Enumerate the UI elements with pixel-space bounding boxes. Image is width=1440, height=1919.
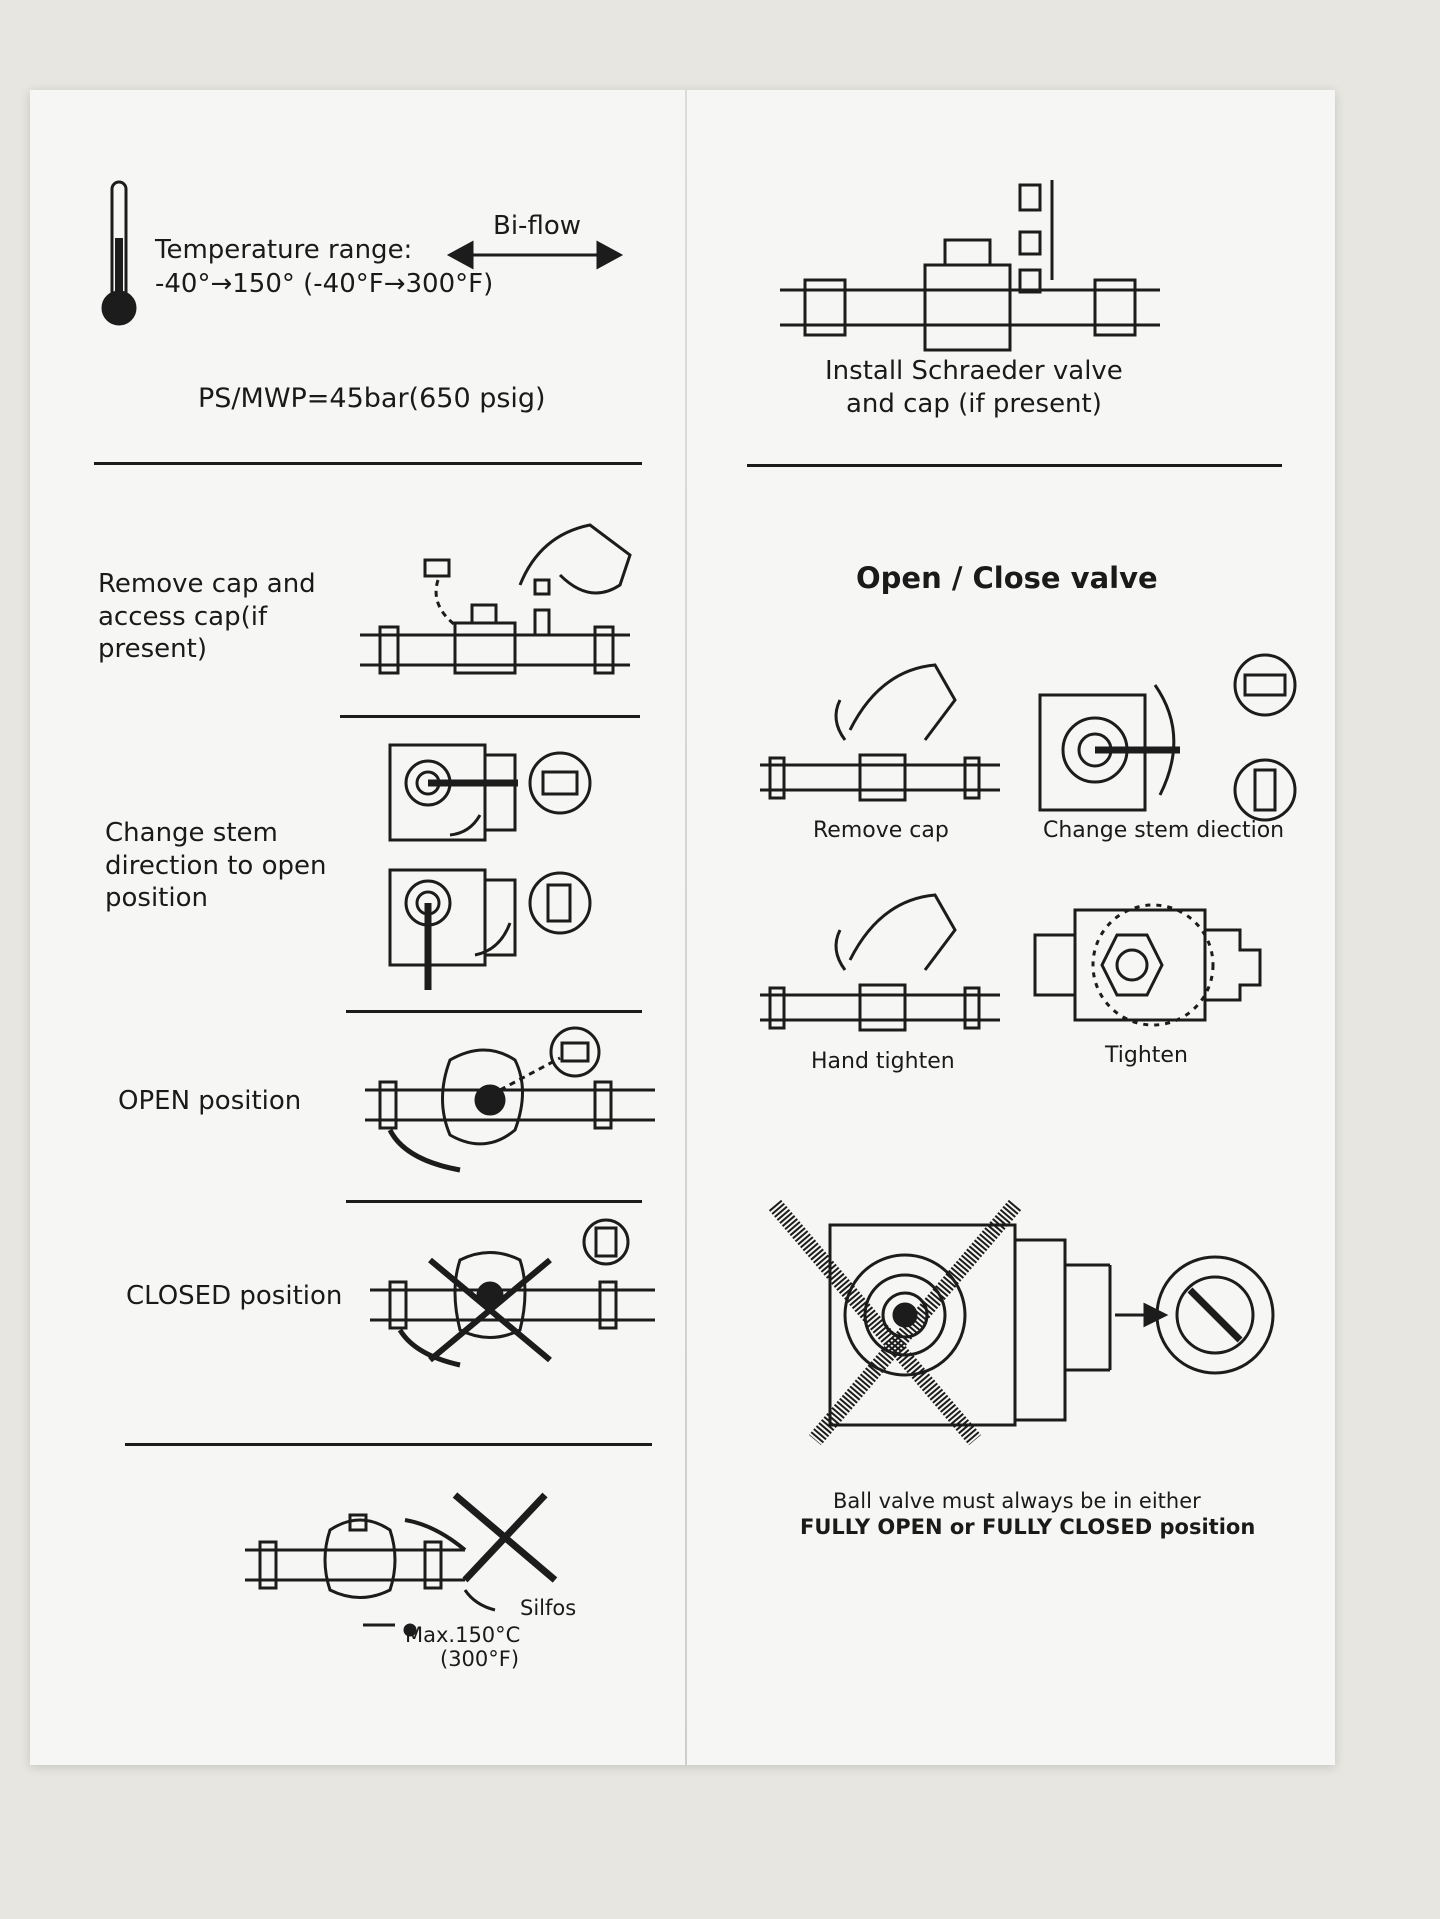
tighten-caption: Tighten	[1105, 1043, 1188, 1068]
schrader-caption: Install Schraeder valve and cap (if pres…	[825, 356, 1123, 419]
warning-line-1: Ball valve must always be in either	[833, 1489, 1201, 1513]
closed-position-icon	[370, 1218, 655, 1368]
step-change-stem-text: Change stem direction to open position	[105, 818, 327, 913]
temperature-label: Temperature range:	[155, 235, 413, 265]
silfos-label: Silfos	[520, 1596, 577, 1620]
thermometer-icon	[101, 180, 137, 326]
warning-line-2: FULLY OPEN or FULLY CLOSED position	[800, 1515, 1256, 1539]
change-stem-icon	[388, 743, 592, 990]
hand-tighten-icon	[760, 893, 1000, 1032]
change-stem-direction-icon	[1038, 653, 1297, 822]
open-close-title: Open / Close valve	[856, 561, 1158, 595]
divider	[340, 715, 640, 718]
divider	[94, 462, 642, 465]
divider	[125, 1443, 652, 1446]
remove-cap-icon	[760, 663, 1000, 802]
biflow-label: Bi-flow	[493, 211, 581, 241]
step-closed-text: CLOSED position	[126, 1281, 343, 1311]
divider	[346, 1200, 642, 1203]
temperature-range: -40°→150° (-40°F→300°F)	[155, 269, 494, 299]
fold-crease	[685, 90, 687, 1765]
hand-tighten-caption: Hand tighten	[811, 1049, 955, 1074]
step-remove-cap-text: Remove cap and access cap(if present)	[98, 569, 316, 664]
max-temperature-f: (300°F)	[440, 1647, 520, 1671]
schrader-valve-icon	[780, 180, 1160, 352]
not-partially-open-warning-icon	[768, 1199, 1275, 1446]
instruction-sheet: Temperature range: -40°→150° (-40°F→300°…	[30, 90, 1335, 1765]
remove-cap-caption: Remove cap	[813, 818, 949, 843]
step-open-text: OPEN position	[118, 1086, 302, 1116]
biflow-arrow-icon	[446, 240, 624, 270]
divider	[346, 1010, 642, 1013]
brazing-warning-icon	[245, 1492, 558, 1637]
open-position-icon	[365, 1026, 655, 1173]
pressure-rating: PS/MWP=45bar(650 psig)	[198, 383, 546, 414]
remove-caps-icon	[360, 523, 632, 675]
max-temperature: Max.150°C	[405, 1623, 521, 1647]
tighten-icon	[1033, 903, 1262, 1027]
change-stem-caption: Change stem diection	[1043, 818, 1285, 843]
divider	[747, 464, 1282, 467]
